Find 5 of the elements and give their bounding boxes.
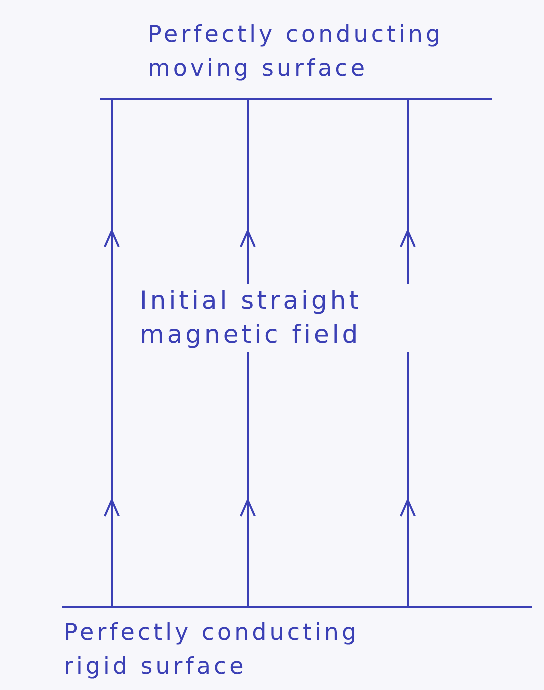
field-line-arrow: [104, 98, 120, 608]
surface-label: Perfectly conducting rigid surface: [64, 619, 361, 682]
field-line-arrow: [400, 98, 416, 608]
field-line-arrow: [240, 98, 256, 608]
surface-label: Perfectly conducting moving surface: [148, 21, 445, 84]
